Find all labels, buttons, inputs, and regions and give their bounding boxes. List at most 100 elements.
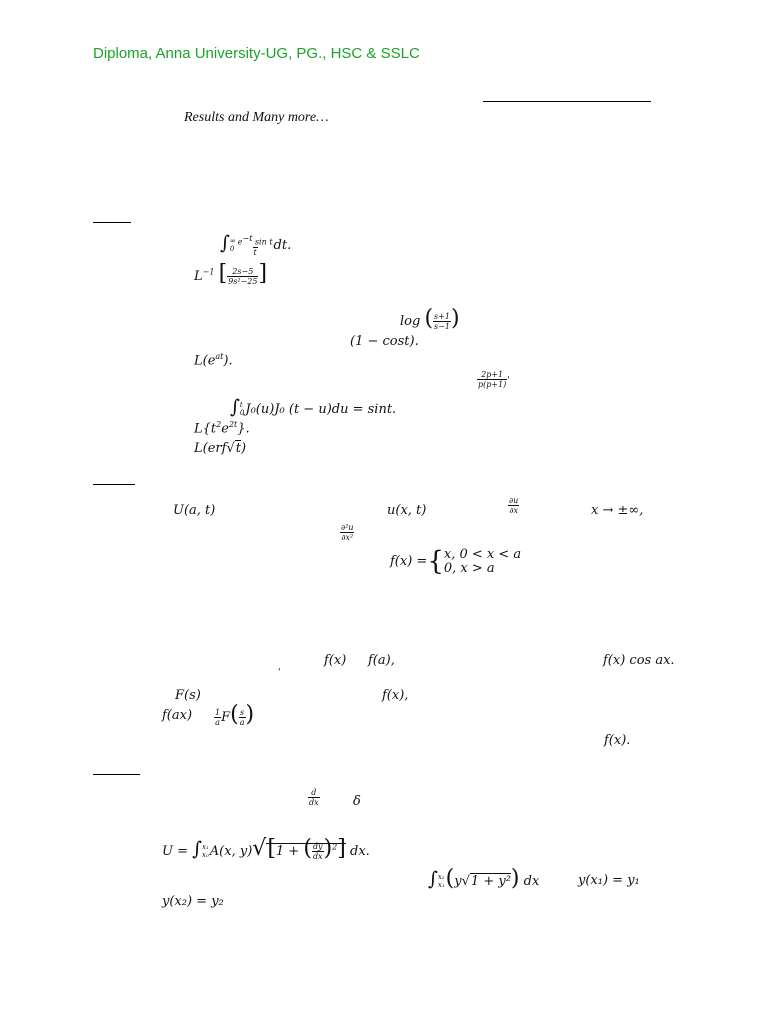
log-label: log xyxy=(400,314,421,329)
L-exp-sup: at xyxy=(215,352,224,361)
fraction-tail: ' xyxy=(507,376,510,387)
frac-num: ∂u xyxy=(509,496,519,505)
erf-prefix: L(erf xyxy=(194,441,227,456)
frac-num: s xyxy=(240,707,245,717)
formula-F-s: F(s) xyxy=(175,688,201,703)
section-rule-2 xyxy=(93,484,135,485)
integral-upper: x₁ xyxy=(202,842,209,851)
header-subtitle: Results and Many more… xyxy=(184,110,329,125)
integral-sign: ∫ xyxy=(428,868,438,890)
part-a: L{t xyxy=(194,421,217,437)
sqrt-radicand: t xyxy=(234,440,241,456)
integral-sign: ∫ xyxy=(192,838,203,860)
formula-L-t2e2t: L{t2e2t}. xyxy=(194,420,250,436)
integral-upper: t xyxy=(239,400,243,409)
page-header-title: Diploma, Anna University-UG, PG., HSC & … xyxy=(93,45,420,62)
frac-den: p(p+1) xyxy=(477,379,508,390)
sqrt-sign: √ xyxy=(252,836,267,861)
sqrt-radicand: 1 + y² xyxy=(469,873,511,889)
frac-num-rest: sin t xyxy=(254,237,273,247)
sqrt-sign: √ xyxy=(226,441,235,456)
formula-limit: x → ±∞, xyxy=(591,503,644,518)
sup-2: 2t xyxy=(228,420,238,429)
formula-f-x-comma: f(x), xyxy=(382,688,409,703)
frac-den: t xyxy=(252,246,258,257)
frac-num: dy xyxy=(312,841,323,851)
frac-den: s−1 xyxy=(433,321,451,331)
section-rule-3 xyxy=(93,774,140,775)
formula-du-dx: ∂u∂x xyxy=(508,496,519,515)
sup-1: 2 xyxy=(216,420,222,429)
integral-upper: ∞ xyxy=(229,236,236,245)
formula-f-of-a: f(a), xyxy=(368,653,395,668)
integral-lower: 0 xyxy=(229,244,235,253)
frac-num: d xyxy=(311,788,317,797)
piecewise-lhs: f(x) = xyxy=(390,554,428,570)
frac-den: dx xyxy=(311,851,324,861)
formula-delta: δ xyxy=(353,794,361,809)
frac-den: ∂x xyxy=(508,505,519,516)
formula-f-of-x: f(x) xyxy=(324,653,347,668)
L-operator: L xyxy=(194,269,203,284)
U-eq: U = xyxy=(162,844,188,859)
formula-f-cos: f(x) cos ax. xyxy=(603,653,675,668)
frac-num: ∂²u xyxy=(341,523,354,532)
F-letter: F xyxy=(221,710,231,725)
formula-d2u-dx2: ∂²u∂x² xyxy=(340,523,355,542)
integral-lower: x₁ xyxy=(437,880,445,889)
brace-icon: { xyxy=(427,546,444,577)
frac-num-sup: −t xyxy=(242,234,253,243)
piecewise-case-2: 0, x > a xyxy=(443,560,495,576)
integral-lower: 0 xyxy=(239,408,245,417)
formula-tail: dt. xyxy=(273,238,292,254)
section-rule-1 xyxy=(93,222,131,223)
header-title-text: Diploma, Anna University-UG, PG., HSC & … xyxy=(93,45,420,62)
frac-num: 2s−5 xyxy=(232,266,254,276)
frac-den: ∂x² xyxy=(340,532,355,543)
frac-den: a xyxy=(238,717,246,727)
frac-den: dx xyxy=(308,797,320,808)
formula-boundary-1: y(x₁) = y₁ xyxy=(578,873,640,888)
frac-num: 2p+1 xyxy=(481,370,504,379)
frac-num: s+1 xyxy=(434,311,450,321)
formula-boundary-2: y(x₂) = y₂ xyxy=(162,894,224,909)
formula-u-x-t: u(x, t) xyxy=(387,503,427,518)
U-integrand: A(x, y) xyxy=(209,844,253,859)
part-c: }. xyxy=(237,421,250,437)
formula-one-minus-cos: (1 − cost). xyxy=(350,334,419,349)
formula-f-ax: f(ax) xyxy=(162,708,193,723)
integral-upper: x₂ xyxy=(437,872,445,881)
part-b: e xyxy=(221,421,229,437)
stray-tick: ' xyxy=(278,668,281,678)
U-tail: dx. xyxy=(350,844,370,859)
formula-L-erf: L(erf√t) xyxy=(194,440,247,456)
erf-suffix: ) xyxy=(240,441,247,456)
frac-num: 1 xyxy=(215,707,221,717)
frac-den: 9s²−25 xyxy=(227,276,259,286)
integrand-y: y xyxy=(454,874,462,889)
frac-den: a xyxy=(214,717,221,727)
L-exp-tail: ). xyxy=(223,353,233,369)
integral-lower: x₀ xyxy=(202,850,209,859)
integral-tail: dx xyxy=(523,874,540,889)
formula-U-a-t: U(a, t) xyxy=(173,503,216,518)
frac-num-e: e xyxy=(237,237,243,247)
formula-f-x-end: f(x). xyxy=(604,733,631,748)
L-exp-base: L(e xyxy=(194,353,216,369)
integral-sign: ∫ xyxy=(230,396,240,418)
bessel-expr: J₀(u)J₀ (t − u)du = sint. xyxy=(245,402,397,417)
header-rule xyxy=(483,101,651,102)
integral-sign: ∫ xyxy=(220,232,230,255)
sqrt-sign: √ xyxy=(461,874,470,889)
piecewise-case-1: x, 0 < x < a xyxy=(443,547,522,562)
